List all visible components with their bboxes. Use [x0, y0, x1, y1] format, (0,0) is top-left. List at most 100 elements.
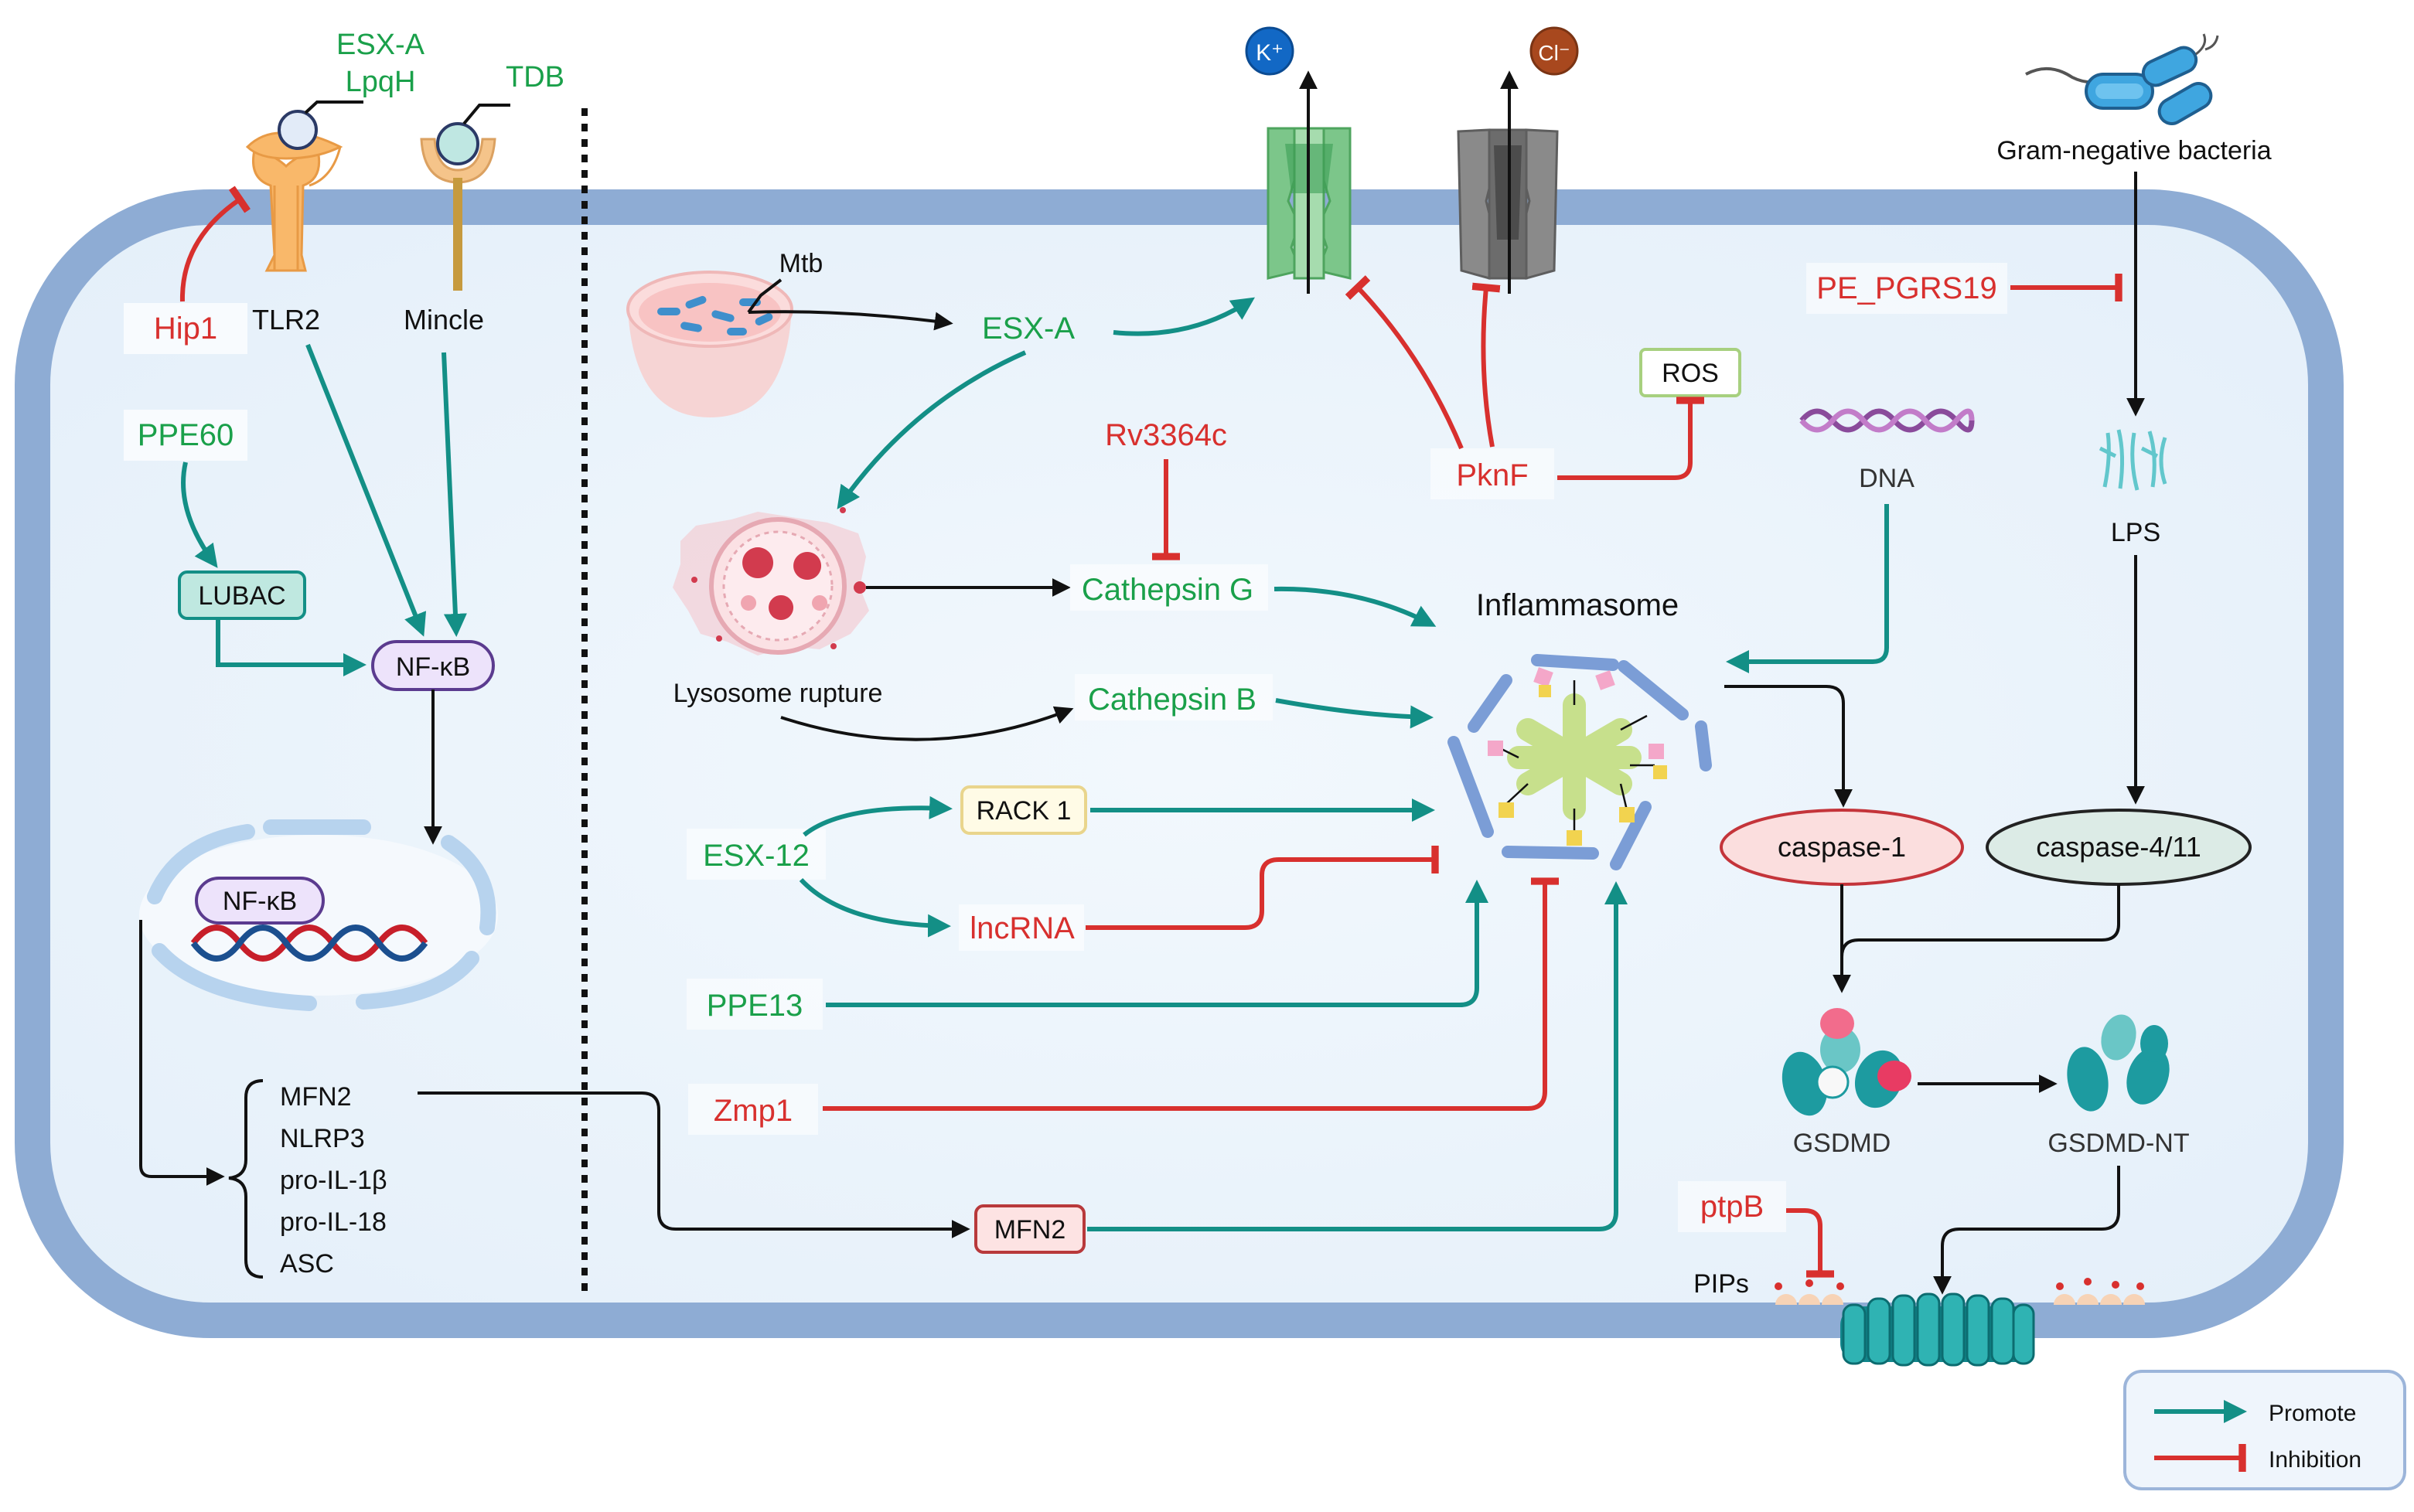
gene-list-brace — [228, 1079, 264, 1279]
caspase1-label: caspase-1 — [1778, 831, 1906, 863]
pe-pgrs19-label: PE_PGRS19 — [1816, 271, 1996, 305]
mincle-label: Mincle — [404, 304, 484, 335]
zmp1-label: Zmp1 — [714, 1094, 793, 1128]
esx12-to-lncrna-arrow — [799, 877, 951, 938]
caspase411-label: caspase-4/11 — [2036, 831, 2201, 863]
ppe60-to-lubac-arrow — [181, 461, 218, 568]
ppe13-label-bg — [687, 979, 823, 1030]
pips-label: PIPs — [1693, 1269, 1749, 1299]
esxa-label: ESX-A — [982, 312, 1075, 346]
pips-right-icon — [2054, 1278, 2145, 1305]
cathepsin-b-label-bg — [1075, 674, 1273, 720]
cathepsin-g-label-bg — [1070, 564, 1268, 611]
tdb-ligand-label: TDB — [506, 61, 564, 94]
mfn2-box-label: MFN2 — [994, 1215, 1066, 1245]
chloride-ion-label: Cl⁻ — [1538, 41, 1570, 65]
gsdmd-nt-to-pore-arrow — [1933, 1166, 2120, 1295]
esxa-to-k-channel-arrow — [1113, 297, 1255, 336]
zmp1-label-bg — [688, 1084, 818, 1135]
lubac-box — [178, 570, 306, 620]
rv3364c-label: Rv3364c — [1105, 418, 1227, 452]
lpqh-ligand-label: LpqH — [346, 66, 416, 98]
ppe13-to-inflammasome-arrow — [826, 880, 1488, 1007]
pips-left-icon — [1775, 1279, 1844, 1305]
pknf-inhibit-cl-channel — [1471, 282, 1501, 448]
gene-list-item-pro-il-1b: pro-IL-1β — [280, 1166, 387, 1195]
gene-list-item-pro-il-18: pro-IL-18 — [280, 1207, 387, 1237]
gsdmd-nt-icon — [2067, 1014, 2170, 1112]
pknf-label-bg — [1430, 448, 1554, 499]
tlr2-label: TLR2 — [252, 304, 320, 335]
esx12-to-rack1-arrow — [803, 795, 953, 837]
inflammasome-to-caspase1-arrow — [1724, 685, 1853, 808]
cathepsin-g-label: Cathepsin G — [1082, 573, 1253, 607]
hip1-label: Hip1 — [154, 312, 217, 346]
mtb-label: Mtb — [779, 249, 823, 278]
rack1-box — [960, 785, 1087, 835]
mfn2-gene-to-mfn2-arrow — [418, 1091, 970, 1238]
gram-negative-bacteria-icon — [2025, 33, 2219, 125]
lysosome-rupture-label: Lysosome rupture — [673, 679, 883, 708]
ptpb-label: ptpB — [1700, 1190, 1764, 1224]
esx12-label-bg — [687, 829, 826, 880]
potassium-ion-label: K⁺ — [1256, 40, 1284, 66]
mincle-to-nfkb-arrow — [442, 352, 467, 637]
ptpb-label-bg — [1678, 1181, 1786, 1232]
inflammasome-icon — [1447, 654, 1712, 870]
lps-label: LPS — [2111, 518, 2160, 547]
inflammasome-label: Inflammasome — [1476, 588, 1679, 622]
lysosome-to-cathepsin-b-arrow — [780, 706, 1074, 741]
nfkb-label: NF-κB — [396, 652, 470, 682]
gene-list-item-nlrp3: NLRP3 — [280, 1124, 365, 1153]
nfkb-nucleus-box — [195, 877, 325, 925]
dna-to-inflammasome-arrow — [1726, 504, 1889, 673]
pknf-inhibit-ros — [1557, 397, 1704, 480]
ppe60-label: PPE60 — [138, 418, 234, 452]
legend-inhibition-label: Inhibition — [2269, 1447, 2361, 1473]
legend-promote-label: Promote — [2269, 1401, 2356, 1426]
ros-box — [1639, 348, 1741, 397]
mincle-ligand-connector — [462, 104, 510, 125]
mfn2-box — [974, 1204, 1086, 1254]
tlr2-to-nfkb-arrow — [305, 343, 427, 637]
zmp1-inhibit-inflammasome — [823, 877, 1559, 1111]
gsdmd-label: GSDMD — [1793, 1129, 1891, 1158]
tlr2-ligand-connector — [304, 100, 363, 114]
mtb-label-connector — [747, 278, 783, 314]
phagosome-mtb-icon — [626, 271, 793, 417]
ros-label: ROS — [1662, 359, 1719, 388]
lncrna-label: lncRNA — [970, 911, 1075, 945]
hip1-label-bg — [124, 303, 247, 354]
esxa-ligand-label: ESX-A — [336, 29, 425, 61]
hip1-inhibit-tlr2 — [179, 186, 251, 302]
caspase411-to-gsdmd-line — [1840, 884, 2120, 958]
lncrna-inhibit-inflammasome — [1086, 846, 1439, 930]
potassium-ion-icon — [1245, 26, 1294, 76]
cell-membrane — [15, 189, 2344, 1338]
dna-icon — [1799, 408, 1975, 433]
ppe13-label: PPE13 — [707, 989, 803, 1023]
pknf-label: PknF — [1456, 458, 1528, 492]
mtb-to-esxa-arrow — [748, 310, 953, 331]
legend-box — [2123, 1370, 2406, 1490]
lubac-to-nfkb-arrow — [216, 618, 367, 676]
pe-pgrs19-label-bg — [1806, 263, 2007, 314]
gasdermin-pore-icon — [1840, 1292, 2035, 1367]
gene-list-item-mfn2: MFN2 — [280, 1082, 352, 1112]
lps-icon — [2099, 429, 2167, 491]
gene-list-item-asc: ASC — [280, 1249, 334, 1279]
esx12-label: ESX-12 — [703, 839, 810, 873]
chloride-ion-icon — [1529, 26, 1579, 76]
ptpb-inhibit-pips — [1786, 1208, 1834, 1278]
esxa-to-lysosome-arrow — [837, 350, 1027, 509]
dna-label: DNA — [1859, 464, 1914, 493]
cathepsin-b-to-inflammasome-arrow — [1275, 698, 1434, 729]
gsdmd-icon — [1782, 1008, 1911, 1116]
lysosome-rupture-icon — [673, 507, 869, 656]
cathepsin-g-to-inflammasome-arrow — [1273, 586, 1437, 627]
tlr2-receptor-icon — [245, 110, 343, 272]
nfkb-nucleus-label: NF-κB — [223, 887, 297, 916]
mincle-receptor-icon — [420, 122, 496, 291]
nucleus-to-genes-arrow — [139, 920, 225, 1186]
